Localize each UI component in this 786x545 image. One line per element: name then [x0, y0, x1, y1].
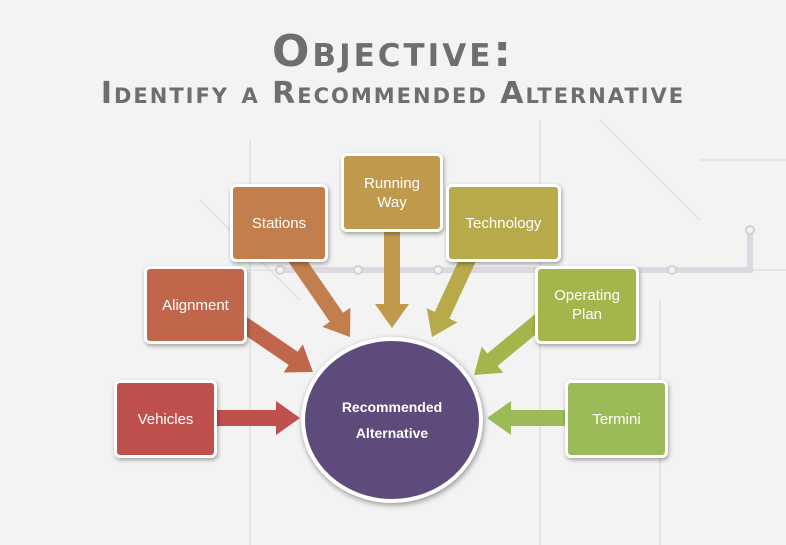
- node-running-way: Running Way: [341, 153, 443, 232]
- slide-subtitle: Identify a Recommended Alternative: [100, 76, 686, 111]
- arrow-alignment: [235, 315, 313, 373]
- arrow-stations: [283, 245, 351, 337]
- node-vehicles: Vehicles: [114, 380, 217, 458]
- arrow-vehicles: [215, 401, 300, 435]
- arrow-operating-plan: [474, 311, 549, 375]
- arrow-running-way: [375, 230, 409, 328]
- node-alignment: Alignment: [144, 266, 247, 344]
- arrow-technology: [426, 251, 478, 337]
- arrow-termini: [487, 401, 567, 435]
- slide-title: Objective:: [272, 26, 514, 77]
- center-circle-recommended-alternative: Recommended Alternative: [301, 337, 483, 503]
- node-operating-plan: Operating Plan: [535, 266, 639, 344]
- node-technology: Technology: [446, 184, 561, 262]
- node-termini: Termini: [565, 380, 668, 458]
- node-stations: Stations: [230, 184, 328, 262]
